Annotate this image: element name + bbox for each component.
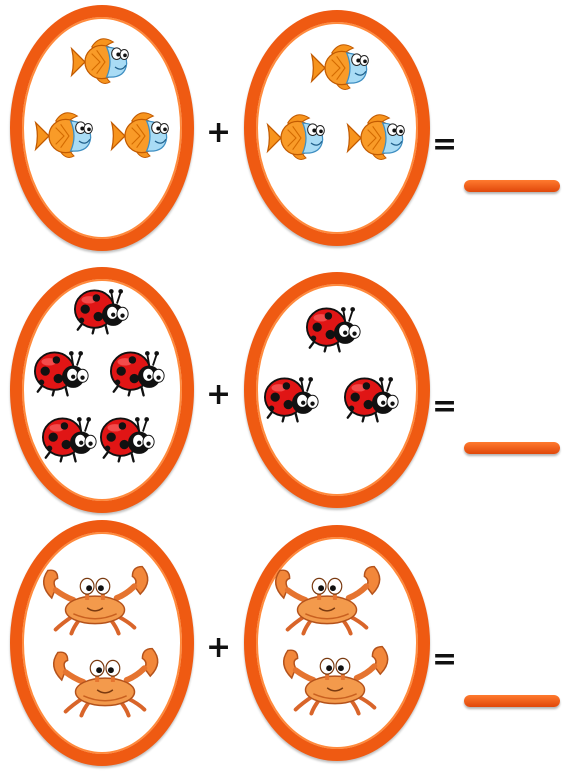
ladybug-icon [33, 349, 90, 397]
equation-row-ladybug: + = [0, 262, 562, 519]
answer-blank[interactable] [464, 180, 560, 192]
crab-icon [276, 643, 396, 719]
crab-icon [268, 563, 388, 639]
plus-sign: + [206, 115, 232, 150]
ladybug-icon [343, 375, 400, 423]
equation-row-crab: + = [0, 515, 562, 772]
plus-sign: + [206, 377, 232, 412]
ladybug-icon [73, 287, 130, 335]
answer-blank[interactable] [464, 442, 560, 454]
answer-blank[interactable] [464, 695, 560, 707]
crab-icon [36, 563, 156, 639]
equals-sign: = [432, 127, 458, 162]
equals-sign: = [432, 642, 458, 677]
crab-icon [46, 645, 166, 721]
fish-icon [267, 114, 325, 161]
fish-icon [347, 114, 405, 161]
ladybug-icon [41, 415, 98, 463]
fish-icon [111, 112, 169, 159]
equals-sign: = [432, 389, 458, 424]
equation-row-fish: + = [0, 0, 562, 257]
ladybug-icon [109, 349, 166, 397]
left-group-ring [10, 520, 194, 766]
fish-icon [35, 112, 93, 159]
fish-icon [311, 44, 369, 91]
ladybug-icon [305, 305, 362, 353]
ladybug-icon [99, 415, 156, 463]
plus-sign: + [206, 630, 232, 665]
ladybug-icon [263, 375, 320, 423]
fish-icon [71, 38, 129, 85]
